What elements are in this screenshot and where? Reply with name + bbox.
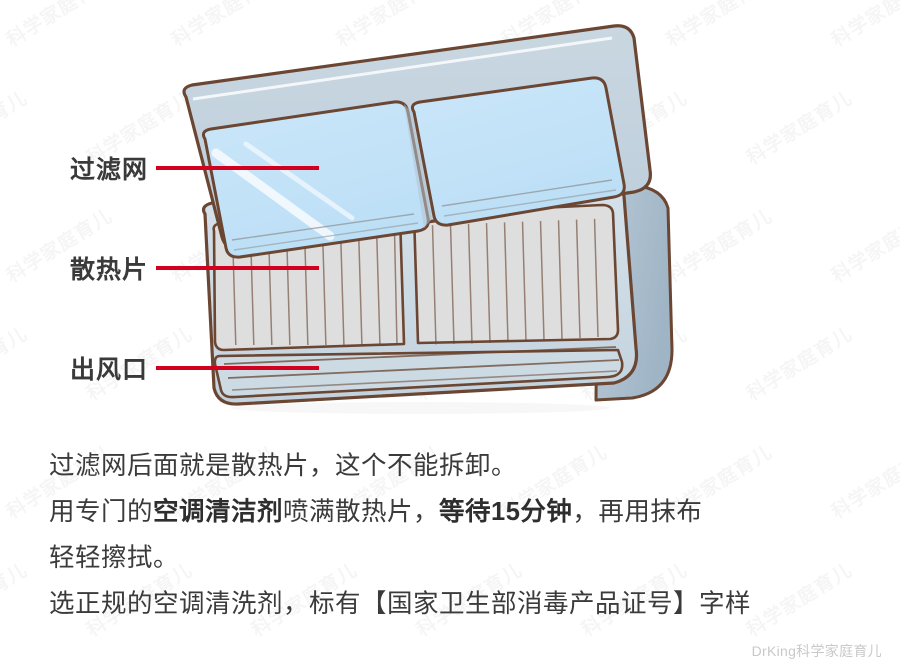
watermark-tile: 科学家庭育儿 — [0, 560, 32, 642]
filter-screen-right — [411, 76, 626, 227]
leader-line-outlet — [156, 366, 320, 370]
plain-text: 用专门的 — [49, 498, 154, 526]
plain-text: ，再用抹布 — [572, 498, 703, 526]
leader-line-filter — [156, 166, 320, 170]
instruction-line-2: 用专门的空调清洁剂喷满散热片，等待15分钟，再用抹布 — [49, 489, 869, 535]
callout-label-fins: 散热片 — [70, 256, 149, 284]
callout-label-outlet: 出风口 — [70, 356, 149, 384]
callout-outlet: 出风口 — [70, 350, 320, 386]
plain-text: 选正规的空调清洗剂，标有【国家卫生部消毒产品证号】字样 — [49, 590, 752, 618]
front-panel-open — [182, 24, 653, 259]
callout-label-filter: 过滤网 — [70, 156, 149, 184]
callout-filter: 过滤网 — [70, 150, 320, 186]
instruction-text-block: 过滤网后面就是散热片，这个不能拆卸。 用专门的空调清洁剂喷满散热片，等待15分钟… — [49, 443, 869, 627]
instruction-line-4: 选正规的空调清洗剂，标有【国家卫生部消毒产品证号】字样 — [49, 581, 869, 627]
leader-line-fins — [156, 266, 320, 270]
plain-text: 喷满散热片， — [283, 498, 440, 526]
plain-text: 轻轻擦拭。 — [49, 544, 180, 572]
author-signature: DrKing科学家庭育儿 — [751, 643, 882, 659]
emphasis-text: 等待15分钟 — [439, 498, 573, 526]
emphasis-text: 空调清洁剂 — [153, 498, 284, 526]
air-outlet — [213, 346, 624, 399]
callout-fins: 散热片 — [70, 250, 320, 286]
instruction-line-3: 轻轻擦拭。 — [49, 535, 869, 581]
instruction-line-1: 过滤网后面就是散热片，这个不能拆卸。 — [49, 443, 869, 489]
plain-text: 过滤网后面就是散热片，这个不能拆卸。 — [49, 452, 518, 480]
air-conditioner-illustration — [182, 24, 674, 406]
filter-screen-left — [202, 100, 430, 259]
heat-exchange-fins-right — [412, 203, 620, 345]
